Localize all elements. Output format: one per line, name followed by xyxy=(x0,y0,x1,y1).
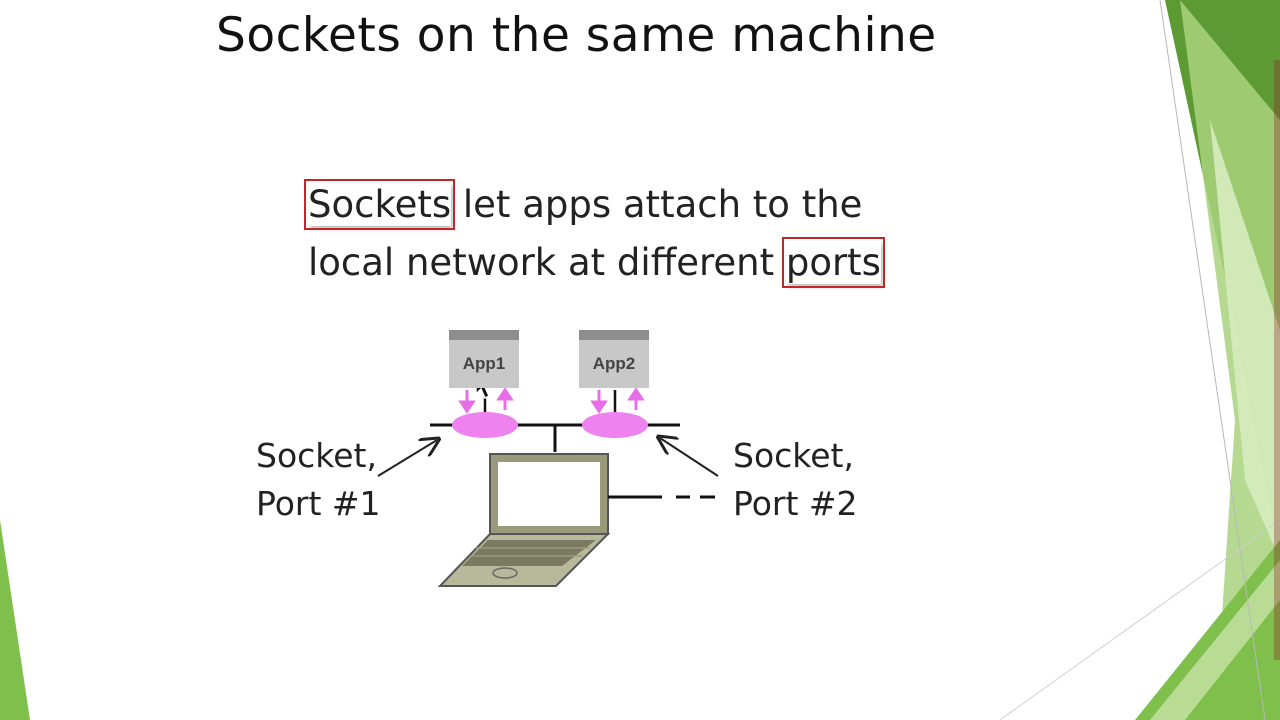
theme-light-green-band xyxy=(1180,0,1280,720)
theme-pale-green-band xyxy=(1210,120,1280,560)
sentence-line-1: Sockets let apps attach to the xyxy=(303,176,881,234)
socket-port-2 xyxy=(582,412,648,438)
app2-label: App2 xyxy=(592,354,636,373)
socket-port-1 xyxy=(452,412,518,438)
socket-port-2-line2: Port #2 xyxy=(733,484,858,523)
sentence-line-2: local network at different ports xyxy=(308,234,885,292)
app1-box: App1 xyxy=(449,330,519,388)
socket-port-2-label: Socket, Port #2 xyxy=(733,432,858,528)
socket-port-2-line1: Socket, xyxy=(733,436,854,475)
socket-port-1-line2: Port #1 xyxy=(256,484,381,523)
socket-port-1-line1: Socket, xyxy=(256,436,377,475)
sentence-line-1-rest: let apps attach to the xyxy=(451,183,863,226)
theme-right-edge xyxy=(1274,60,1280,660)
highlight-sockets: Sockets xyxy=(303,179,456,230)
app2-box: App2 xyxy=(579,330,649,388)
socket-port-1-label: Socket, Port #1 xyxy=(256,432,381,528)
slide-sentence: Sockets let apps attach to the local net… xyxy=(303,176,885,292)
theme-thin-line-2 xyxy=(999,519,1280,720)
theme-thin-line xyxy=(1159,0,1266,720)
pointer-arrow-port-2 xyxy=(660,438,719,477)
app2-arrows xyxy=(590,387,645,414)
theme-left-green xyxy=(0,520,30,720)
highlight-ports: ports xyxy=(781,237,885,288)
app1-label: App1 xyxy=(462,354,506,373)
laptop-icon xyxy=(437,453,611,587)
sentence-line-2-rest: local network at different xyxy=(308,241,786,284)
app1-arrows xyxy=(458,387,514,414)
slide-title: Sockets on the same machine xyxy=(216,8,937,63)
theme-bottom-green xyxy=(1135,540,1280,720)
pointer-arrow-port-1 xyxy=(377,440,437,477)
